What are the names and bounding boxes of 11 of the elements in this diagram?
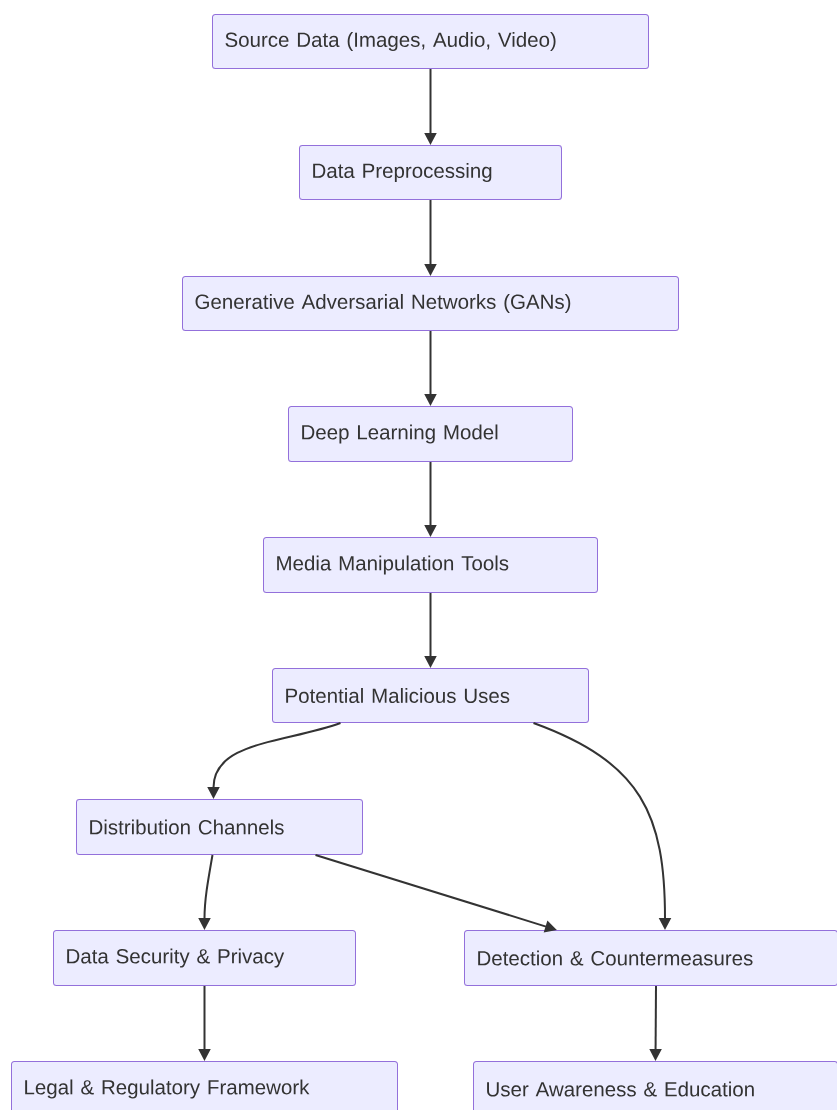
process-box: Deep Learning Model: [288, 406, 573, 462]
process-box: Generative Adversarial Networks (GANs): [182, 276, 679, 331]
process-box: Distribution Channels: [76, 799, 363, 855]
process-box: Media Manipulation Tools: [263, 537, 598, 593]
process-box: Legal & Regulatory Framework: [11, 1061, 398, 1110]
process-box: Detection & Countermeasures: [464, 930, 837, 986]
process-box: User Awareness & Education: [473, 1061, 837, 1110]
process-box: Potential Malicious Uses: [272, 668, 589, 723]
process-box: Data Preprocessing: [299, 145, 562, 200]
process-box: Data Security & Privacy: [53, 930, 356, 986]
process-box: Source Data (Images, Audio, Video): [212, 14, 649, 69]
